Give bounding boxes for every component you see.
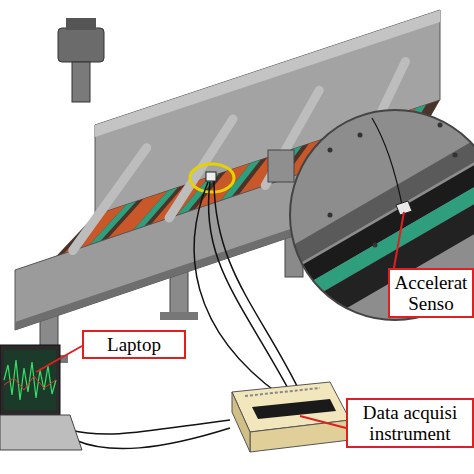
bolt-hole bbox=[358, 133, 363, 138]
cross-beam bbox=[73, 148, 147, 251]
sensor-wire bbox=[372, 118, 402, 205]
label-text: Laptop bbox=[88, 334, 180, 355]
laptop-keyboard bbox=[0, 415, 82, 450]
highlight-ellipse bbox=[190, 164, 234, 192]
zoom-detail bbox=[285, 105, 474, 344]
cable bbox=[208, 182, 290, 392]
label-text: Data acquisi instrument bbox=[352, 402, 468, 444]
motor-mount bbox=[72, 62, 90, 102]
cable bbox=[194, 182, 280, 395]
daq-top bbox=[232, 382, 350, 432]
daq-side bbox=[232, 392, 250, 452]
motor-cap bbox=[66, 18, 96, 30]
leg-base bbox=[160, 312, 198, 320]
callout-box: Accelerat Senso bbox=[388, 268, 474, 318]
bolt-hole bbox=[328, 213, 333, 218]
motor bbox=[58, 28, 104, 62]
bolt-hole bbox=[328, 148, 333, 153]
bolt-hole bbox=[373, 243, 378, 248]
laptop-screen bbox=[0, 345, 60, 415]
bolt-hole bbox=[438, 123, 443, 128]
daq-connectors bbox=[245, 388, 320, 396]
waveform bbox=[4, 376, 56, 390]
zoom-plate bbox=[285, 105, 474, 325]
cable bbox=[214, 182, 300, 392]
sensor bbox=[206, 172, 216, 181]
label-text: Accelerat Senso bbox=[394, 272, 468, 314]
zoom-slot bbox=[285, 192, 474, 344]
leader-line bbox=[300, 416, 346, 428]
leader-line bbox=[36, 346, 82, 372]
zoom-outline bbox=[290, 110, 474, 320]
callout-box: Data acquisi instrument bbox=[346, 398, 474, 448]
daq-display bbox=[252, 399, 336, 419]
cable bbox=[75, 428, 230, 449]
cable bbox=[70, 420, 230, 434]
laptop-display bbox=[4, 350, 56, 410]
callout-box: Laptop bbox=[82, 330, 186, 359]
exciter-housing bbox=[268, 150, 294, 182]
bolt-hole bbox=[453, 153, 458, 158]
